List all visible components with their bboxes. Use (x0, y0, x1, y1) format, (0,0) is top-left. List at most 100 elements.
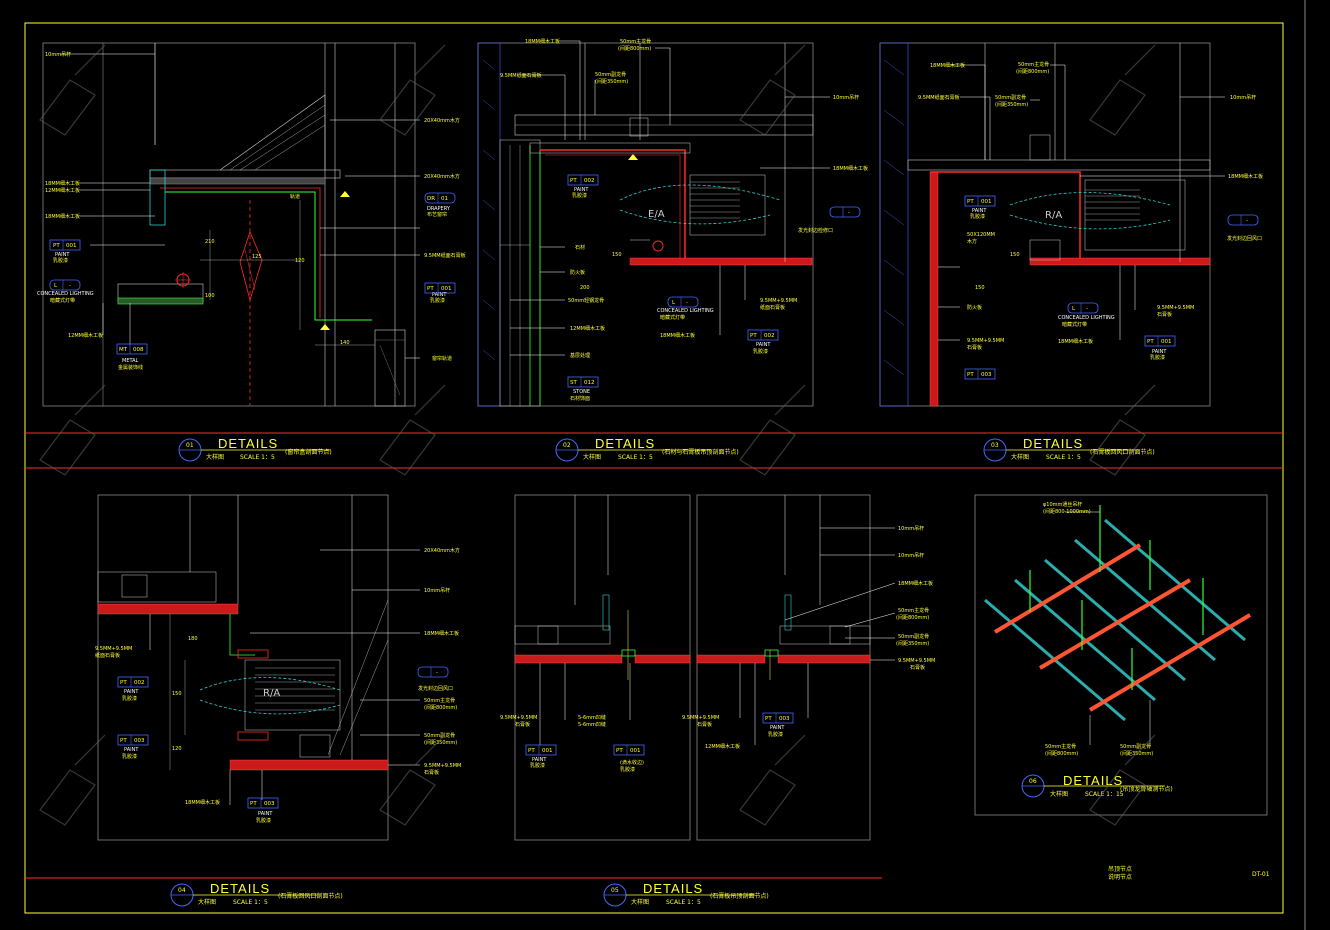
label: 石材 (575, 244, 585, 251)
label: 发光封边回风口 (1227, 235, 1262, 242)
tag-number: - (436, 670, 438, 676)
label: 5-6mm凹缝 (578, 714, 606, 721)
detail-number: 03 (991, 442, 999, 449)
label: PAINT (1152, 349, 1167, 355)
label: PAINT (432, 292, 447, 298)
tag-st-012: ST 012 (567, 376, 599, 388)
label: 150 (1010, 252, 1020, 258)
tag-number: 002 (584, 178, 595, 184)
label: 轨道 (290, 193, 300, 200)
label: 9.5MM+9.5MM (1157, 305, 1194, 311)
label: 50mm主龙骨 (1018, 61, 1049, 68)
sheet-note: 说明节点 (1108, 873, 1132, 881)
detail-subtitle: 大样图 (583, 453, 601, 461)
label: 12MM细木工板 (68, 332, 103, 339)
tag-number: - (1086, 306, 1088, 312)
label: 10mm吊杆 (898, 552, 924, 559)
title-block-06: 06 DETAILS 大样图 SCALE 1：15 (吊顶龙骨轴测节点) (1021, 773, 1173, 798)
label: 200 (580, 285, 590, 291)
label: 120 (172, 746, 182, 752)
detail-subtitle: 大样图 (206, 453, 224, 461)
detail-01: 10mm吊杆 20X40mm木方 20X40mm木方 18MM细木工板 12MM… (37, 42, 466, 407)
label: 乳胶漆 (430, 297, 445, 304)
label: 50mm副龙骨 (595, 71, 626, 78)
detail-number: 05 (611, 887, 619, 894)
label: 石膏板 (1157, 311, 1172, 318)
label: E/A (648, 209, 665, 220)
label: 50mm主龙骨 (620, 38, 651, 45)
detail-number: 01 (186, 442, 194, 449)
tag-label: PT (427, 286, 434, 292)
tag-label: PT (765, 716, 772, 722)
detail-scale: SCALE 1：5 (1046, 454, 1081, 461)
label: 暗藏式灯带 (1062, 321, 1087, 328)
tag-pt-003: PT 003 (964, 368, 996, 380)
label: 9.5MM纸面石膏板 (918, 94, 960, 101)
detail-note: (石材与石膏板吊顶剖面节点) (662, 448, 739, 456)
label: (滴水收边) (620, 759, 644, 766)
label: 18MM细木工板 (525, 38, 560, 45)
label: 9.5MM+9.5MM (95, 646, 132, 652)
tag-number: 002 (764, 333, 775, 339)
sheet-note: 吊顶节点 (1108, 865, 1132, 873)
tag-label: PT (616, 748, 623, 754)
label: 暗藏式灯带 (50, 297, 75, 304)
label: 发光封边回风口 (418, 685, 453, 692)
label: 暗藏式灯带 (660, 314, 685, 321)
label: 10mm吊杆 (45, 51, 71, 58)
label: 乳胶漆 (256, 817, 271, 824)
tag-pt-003b: PT 003 (247, 797, 279, 809)
label: 150 (172, 691, 182, 697)
sheet-code: DT-01 (1252, 871, 1270, 878)
label: 9.5MM+9.5MM (424, 763, 461, 769)
detail-number: 06 (1029, 778, 1037, 785)
label: 10mm吊杆 (1230, 94, 1256, 101)
label: (间距800-1000mm) (1043, 508, 1091, 515)
tag-label: PT (967, 372, 974, 378)
label: 50mm主龙骨 (1045, 743, 1076, 750)
label: 乳胶漆 (753, 348, 768, 355)
detail-scale: SCALE 1：5 (618, 454, 653, 461)
tag-label: PT (570, 178, 577, 184)
tag-pt-001: PT 001 (964, 195, 996, 207)
tag-access-panel: - (829, 206, 861, 218)
label: 12MM细木工板 (570, 325, 605, 332)
svg-text:乳胶漆: 乳胶漆 (122, 753, 137, 760)
tag-label: PT (120, 680, 127, 686)
tag-label: DR (427, 196, 435, 202)
label: CONCEALED LIGHTING (1058, 315, 1115, 321)
tag-number: 01 (441, 196, 448, 202)
label: 20X40mm木方 (424, 547, 460, 554)
tag-number: 003 (134, 738, 145, 744)
label: METAL (122, 358, 139, 364)
detail-03: 18MM细木工板 9.5MM纸面石膏板 50mm主龙骨 (间距800mm) 50… (879, 42, 1263, 407)
label: 纸面石膏板 (95, 652, 120, 659)
label: 石膏板 (910, 664, 925, 671)
tag-number: 001 (66, 243, 77, 249)
tag-number: 001 (981, 199, 992, 205)
label: (间距800mm) (1045, 750, 1078, 757)
detail-number: 04 (178, 887, 186, 894)
tag-label: L (672, 300, 676, 306)
label: R/A (1045, 210, 1062, 221)
detail-note: (石膏板吊顶剖面节点) (710, 892, 769, 900)
detail-scale: SCALE 1：5 (233, 899, 268, 906)
detail-05: 10mm吊杆 10mm吊杆 18MM细木工板 50mm主龙骨 (间距800mm)… (500, 494, 935, 841)
tag-number: 001 (630, 748, 641, 754)
label: 18MM细木工板 (45, 213, 80, 220)
svg-text:PAINT: PAINT (574, 187, 589, 193)
detail-subtitle: 大样图 (1050, 790, 1068, 798)
label: 10mm吊杆 (424, 587, 450, 594)
label: (间距350mm) (595, 78, 628, 85)
label: 9.5MM+9.5MM (682, 715, 719, 721)
label: 9.5MM纸面石膏板 (424, 252, 466, 259)
label: 布艺窗帘 (427, 211, 447, 218)
label: 50mm主龙骨 (898, 607, 929, 614)
tag-pt-003: PT 003 (117, 734, 149, 746)
label: 100 (205, 293, 215, 299)
detail-note: (石膏板回风口剖面节点) (1090, 448, 1155, 456)
label: 发光封边检修口 (798, 227, 833, 234)
label: 9.5MM纸面石膏板 (500, 72, 542, 79)
label: 石膏板 (967, 344, 982, 351)
tag-light: L - (1067, 302, 1099, 314)
